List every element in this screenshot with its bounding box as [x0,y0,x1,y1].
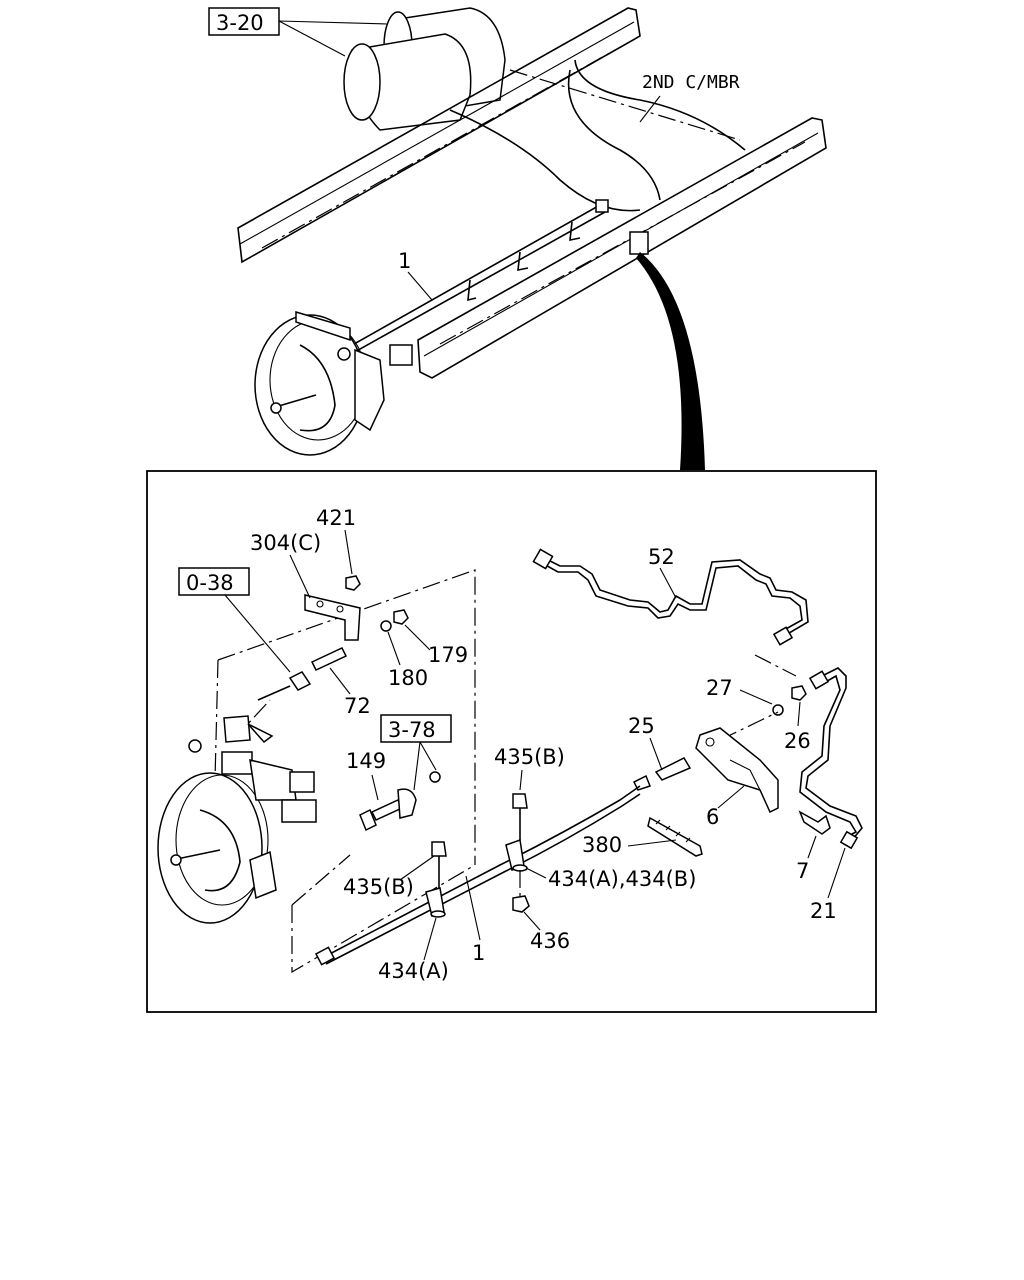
nut-436 [512,895,530,913]
bolt-149 [359,771,441,832]
callout-436: 436 [530,929,570,953]
bolt-435b-top [512,793,528,840]
clip-434-right [505,838,528,872]
ref-box-0-38[interactable]: 0-38 [178,567,250,596]
nut-26 [791,685,807,701]
callout-435b-left: 435(B) [343,875,414,899]
callout-6: 6 [706,805,719,829]
brake-drum-detail [157,715,317,924]
air-tank-assembly [343,7,506,131]
callout-304c: 304(C) [250,531,321,555]
frame-label: 2ND C/MBR [642,72,740,93]
frame-side-member-upper [237,7,641,264]
washer-27 [772,704,784,716]
bracket-304c [304,594,361,641]
bracket-6 [695,727,779,814]
ref-box-3-20[interactable]: 3-20 [208,7,280,36]
callout-7: 7 [796,859,809,883]
cross-member [449,59,746,212]
fitting-25 [632,757,692,791]
callout-27: 27 [706,676,733,700]
washer-180 [380,620,392,632]
brake-pipe-detail [314,785,641,966]
nut-179 [393,609,409,625]
callout-21: 21 [810,899,837,923]
callout-25: 25 [628,714,655,738]
ref-text-0-38: 0-38 [186,571,234,595]
ref-text-3-78: 3-78 [388,718,436,742]
pipe-21 [799,667,863,850]
callout-435b-top: 435(B) [494,745,565,769]
callout-1-upper: 1 [398,249,411,273]
callout-1-lower: 1 [472,941,485,965]
callout-434a: 434(A) [378,959,449,983]
callout-180: 180 [388,666,428,690]
callout-72: 72 [344,694,371,718]
clip-434a-left [425,887,446,918]
pipe-52 [532,548,809,646]
detail-view: 421 304(C) 0-38 179 180 72 3-78 [146,470,877,1013]
detail-leader [636,252,705,470]
callout-380: 380 [582,833,622,857]
strap-380 [647,816,703,857]
callout-149: 149 [346,749,386,773]
callout-179: 179 [428,643,468,667]
callout-421: 421 [316,506,356,530]
brake-drum-upper [254,310,413,456]
bolt-7 [798,810,831,835]
bolt-435b-left [431,841,447,888]
sensor-rod [257,647,348,701]
callout-434ab: 434(A),434(B) [548,867,696,891]
callout-26: 26 [784,729,811,753]
callout-52: 52 [648,545,675,569]
upper-overview: 3-20 2ND C/MBR [208,7,827,470]
ref-text-3-20: 3-20 [216,11,264,35]
brake-pipe-upper [339,199,649,359]
nut-421 [345,575,361,591]
frame-side-member-lower [417,117,827,379]
ref-box-3-78[interactable]: 3-78 [380,714,452,743]
